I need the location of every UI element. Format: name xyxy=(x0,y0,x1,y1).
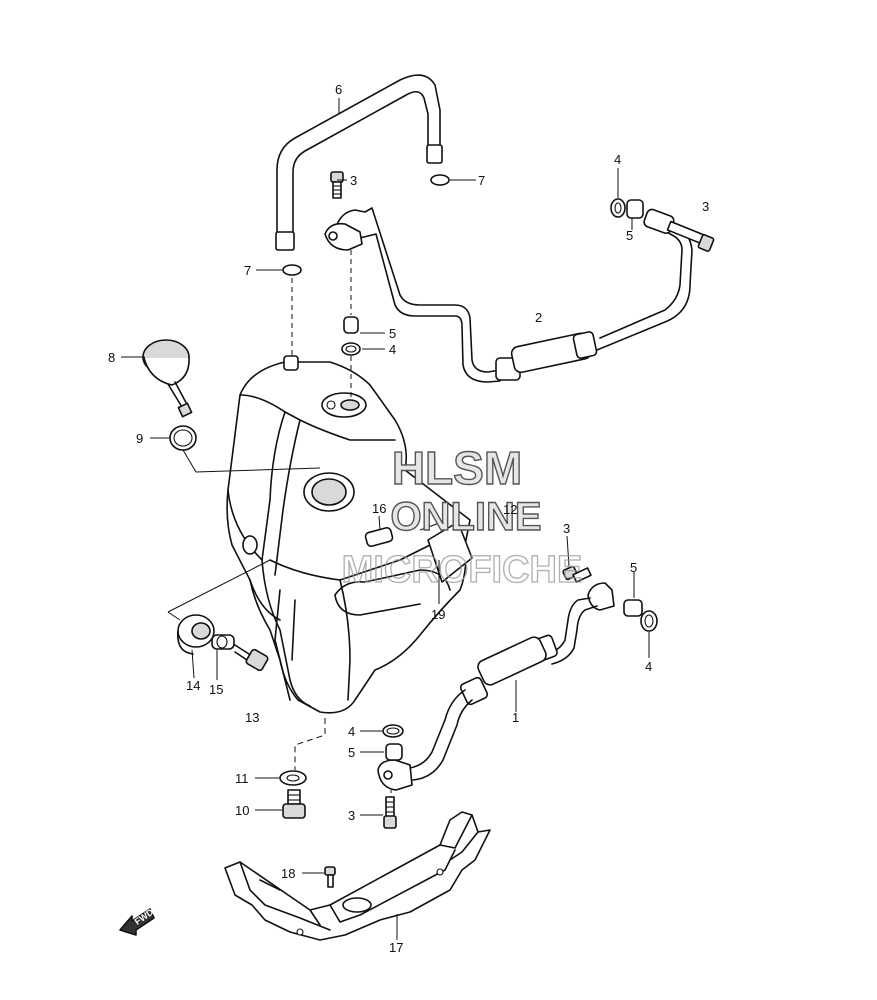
callout-13: 13 xyxy=(245,710,259,725)
part-9-cap-gasket[interactable] xyxy=(169,425,197,451)
callout-5: 5 xyxy=(626,228,633,243)
part-13-fuel-tank[interactable] xyxy=(226,355,471,714)
callout-17: 17 xyxy=(389,940,403,955)
part-16-tank-grommet[interactable] xyxy=(364,526,394,548)
watermark-line-1: HLSM xyxy=(392,442,522,494)
callout-4: 4 xyxy=(645,659,652,674)
part-5-collar-upper-right[interactable] xyxy=(626,199,644,219)
callout-5: 5 xyxy=(348,745,355,760)
part-6-vent-hose[interactable] xyxy=(275,74,443,251)
callout-16: 16 xyxy=(372,501,386,516)
part-5-collar-center[interactable] xyxy=(343,316,359,334)
part-1-fuel-pipe-lower[interactable] xyxy=(377,582,615,791)
part-11-drain-washer[interactable] xyxy=(279,770,307,786)
callout-9: 9 xyxy=(136,431,143,446)
part-7-clamp-upper[interactable] xyxy=(430,174,450,186)
callout-5: 5 xyxy=(630,560,637,575)
part-15-collar[interactable] xyxy=(211,634,235,650)
callout-3: 3 xyxy=(350,173,357,188)
callout-3: 3 xyxy=(348,808,355,823)
fwd-arrow-icon: FWD xyxy=(119,907,156,936)
part-3-bolt-right-middle[interactable] xyxy=(562,565,592,583)
callout-5: 5 xyxy=(389,326,396,341)
callout-8: 8 xyxy=(108,350,115,365)
part-17-tank-guard[interactable] xyxy=(224,811,491,941)
callout-12: 12 xyxy=(503,502,517,517)
callout-14: 14 xyxy=(186,678,200,693)
part-8-fuel-cap[interactable] xyxy=(142,339,193,418)
part-3-bolt-upper-right[interactable] xyxy=(666,220,715,252)
part-18-guard-bolt[interactable] xyxy=(324,866,336,888)
part-4-o-ring-center[interactable] xyxy=(341,342,361,356)
tank-mount-bolt[interactable] xyxy=(234,644,269,672)
callout-7: 7 xyxy=(478,173,485,188)
part-7-clamp-lower[interactable] xyxy=(282,264,302,276)
part-2-fuel-pipe-upper[interactable] xyxy=(324,207,693,383)
part-5-collar-lower-middle[interactable] xyxy=(385,743,403,761)
callout-4: 4 xyxy=(614,152,621,167)
callout-11: 11 xyxy=(235,771,249,786)
part-5-collar-right-middle[interactable] xyxy=(623,599,643,617)
callout-4: 4 xyxy=(348,724,355,739)
watermark: HLSM ONLINE MICROFICHE xyxy=(341,441,583,591)
part-4-o-ring-upper-right[interactable] xyxy=(610,198,626,218)
callout-15: 15 xyxy=(209,682,223,697)
leader-lines xyxy=(121,98,650,940)
callout-7: 7 xyxy=(244,263,251,278)
callout-2: 2 xyxy=(535,310,542,325)
callout-1: 1 xyxy=(512,710,519,725)
callout-4: 4 xyxy=(389,342,396,357)
callout-3: 3 xyxy=(563,521,570,536)
callout-10: 10 xyxy=(235,803,249,818)
watermark-line-2: ONLINE xyxy=(390,495,541,539)
callout-19: 19 xyxy=(431,607,445,622)
part-10-drain-bolt[interactable] xyxy=(282,789,306,819)
part-4-o-ring-right-middle[interactable] xyxy=(640,610,658,632)
callout-6: 6 xyxy=(335,82,342,97)
callout-18: 18 xyxy=(281,866,295,881)
part-3-bolt-top[interactable] xyxy=(330,171,344,199)
part-3-bolt-bottom[interactable] xyxy=(383,796,397,829)
part-14-cushion[interactable] xyxy=(176,614,215,655)
callouts: 6 3 7 7 5 4 4 3 5 2 8 9 16 12 3 5 19 4 1… xyxy=(108,82,709,955)
part-4-o-ring-lower-middle[interactable] xyxy=(382,724,404,738)
callout-3: 3 xyxy=(702,199,709,214)
watermark-line-3: MICROFICHE xyxy=(342,549,583,591)
